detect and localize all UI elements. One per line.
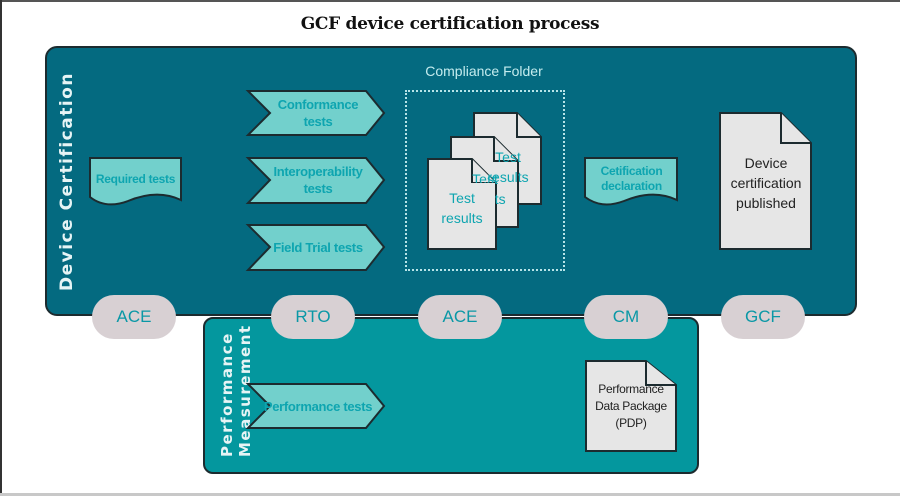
diagram-title: GCF device certification process <box>300 14 600 34</box>
device-certification-published-document <box>719 112 812 250</box>
performance-tests-shape <box>245 383 386 429</box>
interoperability-tests-label: Interoperability tests <box>273 164 363 196</box>
compliance-folder-label: Compliance Folder <box>425 63 543 79</box>
actor-pill-rto: RTO <box>271 295 355 339</box>
actor-pill-gcf: GCF <box>721 295 805 339</box>
conformance-tests-shape <box>245 90 386 136</box>
actor-pill-cm: CM <box>584 295 668 339</box>
field-trial-tests-shape <box>245 224 386 271</box>
certification-declaration-shape <box>584 157 678 206</box>
certification-declaration-label: Cetification declaration <box>600 164 663 193</box>
frame-top-border <box>0 0 900 2</box>
frame-left-border <box>0 0 2 496</box>
pdp-document <box>585 360 677 452</box>
device-certification-published-label: Device certification published <box>730 155 802 211</box>
frame-bottom-border <box>0 493 900 496</box>
performance-tests-label: Performance tests <box>263 398 373 414</box>
conformance-tests-label: Conformance tests <box>277 97 359 129</box>
actor-pill-ace-1: ACE <box>92 295 176 339</box>
interoperability-tests-shape <box>245 157 386 204</box>
compliance-folder-frame <box>405 90 565 271</box>
test-results-label-3: Test results <box>487 149 529 185</box>
actor-pill-ace-2: ACE <box>418 295 502 339</box>
field-trial-tests-label: Field Trial tests <box>273 239 363 255</box>
required-tests-shape <box>89 157 182 206</box>
pdp-label: Performance Data Package (PDP) <box>595 381 667 430</box>
test-results-label-1: Test results <box>429 183 495 233</box>
required-tests-label: Required tests <box>95 171 176 186</box>
